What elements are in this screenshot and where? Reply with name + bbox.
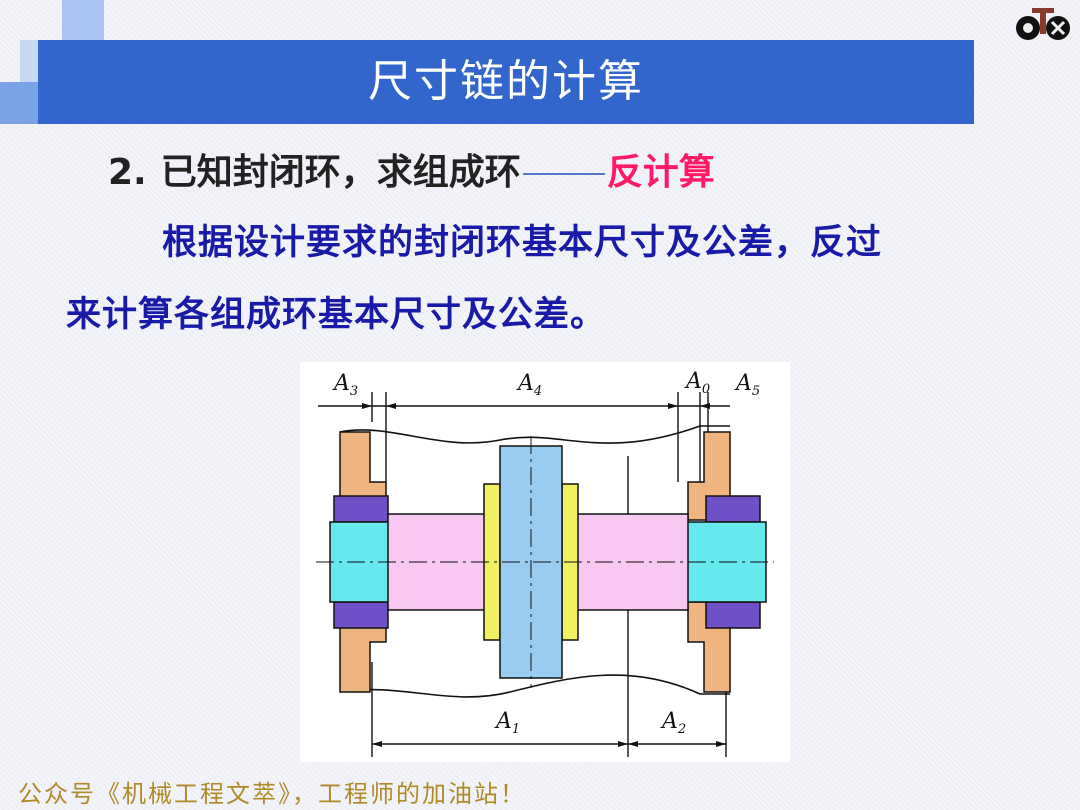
footer-watermark-text: 公众号《机械工程文萃》，工程师的加油站！ [18, 780, 526, 808]
title-banner: 尺寸链的计算 [38, 40, 974, 124]
slide-title: 尺寸链的计算 [368, 56, 644, 107]
label-a1: A1 [494, 709, 520, 737]
heading-dash [522, 173, 605, 175]
section-heading: 2. 已知封闭环，求组成环 反计算 [108, 145, 715, 201]
dimension-chain-diagram: A3 A4 A0 A5 A1 A2 [300, 362, 790, 762]
label-a4: A4 [516, 371, 542, 399]
label-a3: A3 [332, 371, 358, 399]
decor-square-3 [0, 82, 42, 124]
heading-number: 2. [108, 152, 147, 193]
label-a0: A0 [684, 369, 710, 397]
decor-square-1 [62, 0, 104, 40]
body-text-line1: 根据设计要求的封闭环基本尺寸及公差，反过 [162, 223, 883, 263]
heading-text: 已知封闭环，求组成环 [160, 152, 521, 193]
label-a5: A5 [734, 371, 760, 399]
label-a2: A2 [660, 709, 686, 737]
body-text-line2: 来计算各组成环基本尺寸及公差。 [66, 295, 607, 335]
heading-highlight: 反计算 [606, 152, 715, 193]
mechanical-engineering-logo-icon [1016, 8, 1070, 40]
